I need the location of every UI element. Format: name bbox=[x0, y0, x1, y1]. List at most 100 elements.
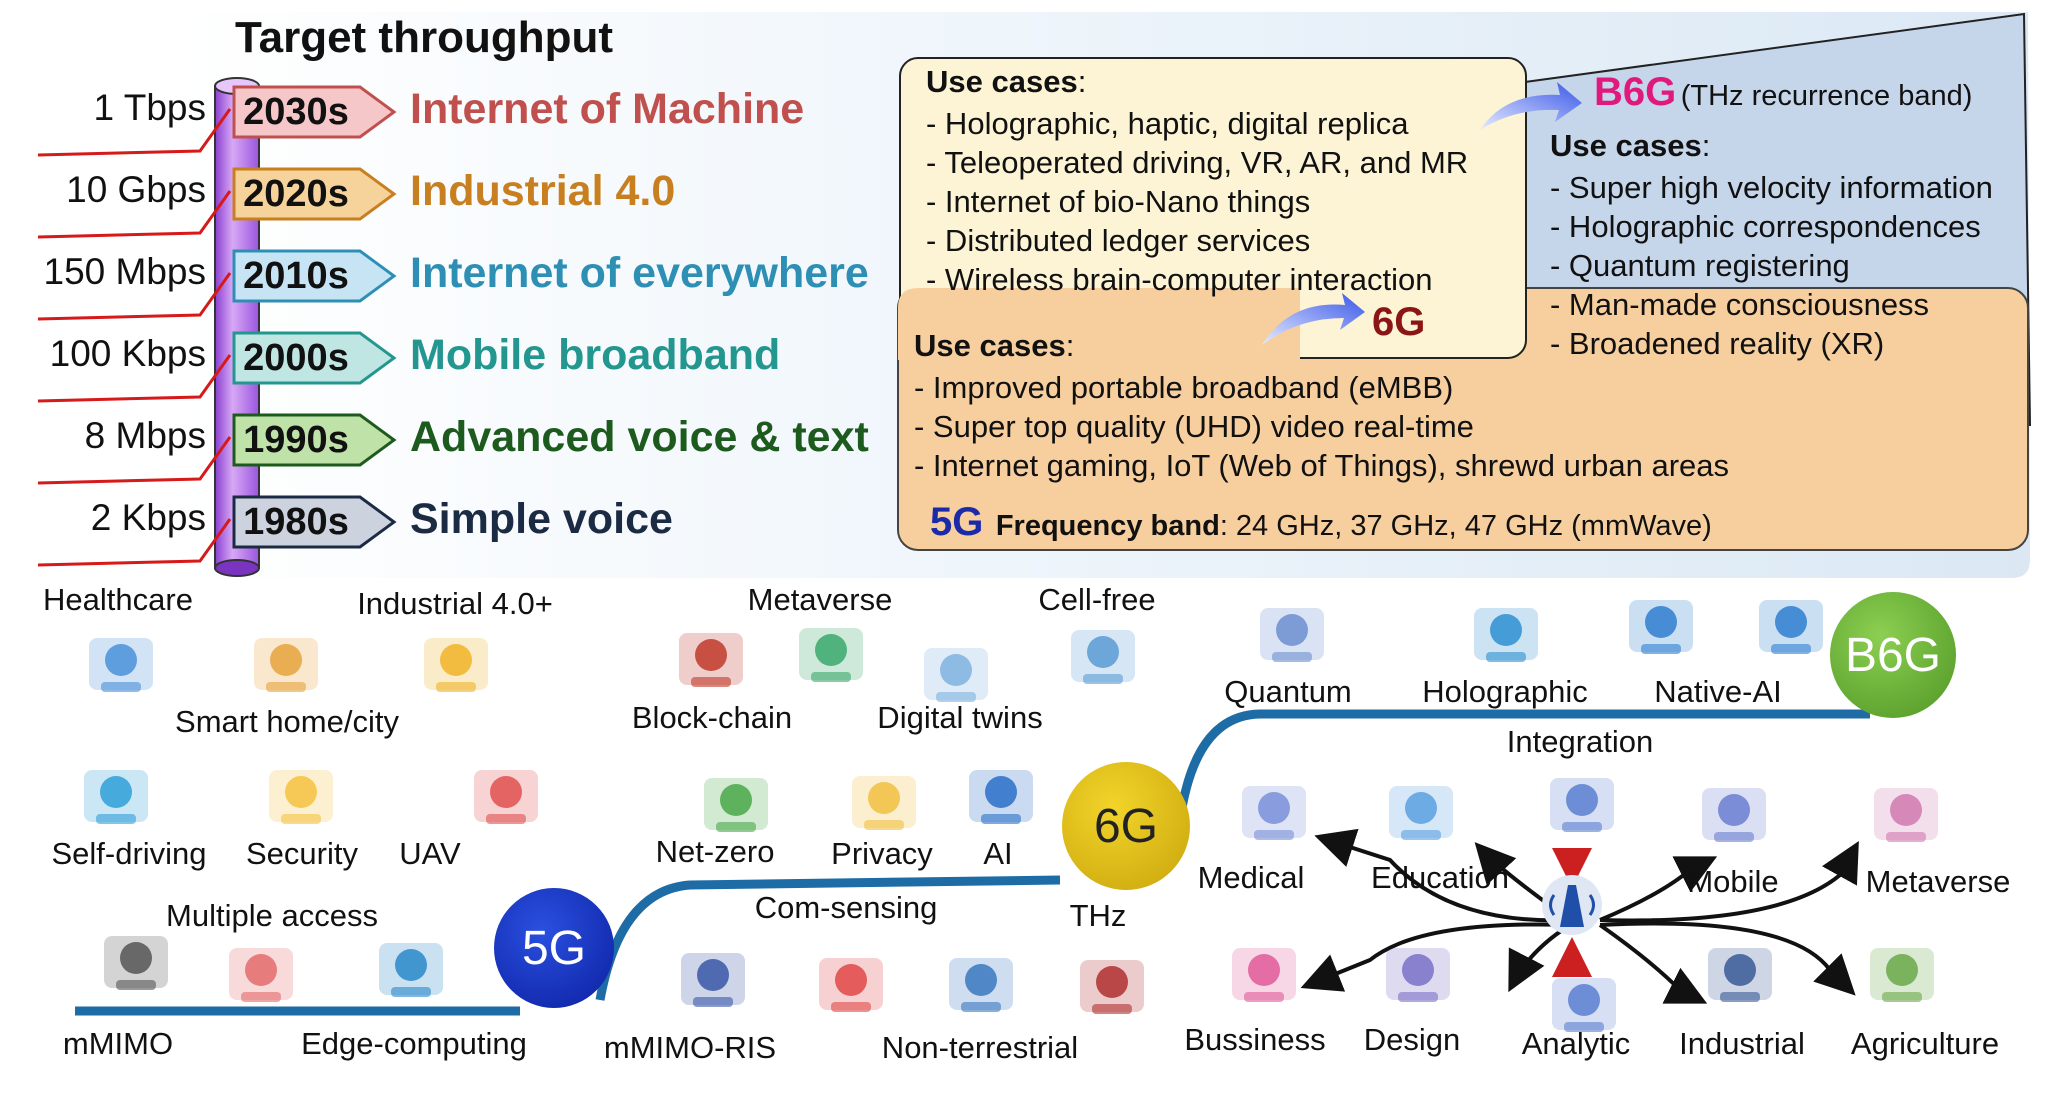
label-uav: UAV bbox=[399, 836, 461, 871]
decade-tag-shape bbox=[232, 249, 397, 303]
decade-label: 2030s bbox=[243, 90, 349, 133]
decade-tag-shape bbox=[232, 413, 397, 467]
throughput-label: 8 Mbps bbox=[84, 415, 206, 456]
label-cell-free: Cell-free bbox=[1038, 582, 1156, 617]
blockchain-icon bbox=[665, 615, 757, 707]
node-6g: 6G bbox=[1062, 762, 1190, 890]
users-icon bbox=[215, 930, 307, 1022]
roadmap-line-b6g bbox=[1175, 709, 1870, 821]
label-com-sensing: Com-sensing bbox=[754, 890, 938, 925]
label-industrial-5g: Industrial 4.0+ bbox=[357, 586, 553, 621]
decade-tag-shape bbox=[232, 331, 397, 385]
five-g-use-cases-heading: Use cases bbox=[914, 328, 1066, 363]
node-5g-label: 5G bbox=[521, 921, 587, 975]
six-g-use-cases: Use cases: - Holographic, haptic, digita… bbox=[926, 64, 1469, 297]
ris-tower-icon bbox=[667, 935, 759, 1027]
security-icon bbox=[255, 752, 347, 844]
b6g-use-case: - Broadened reality (XR) bbox=[1550, 326, 1885, 361]
decade-label: 2000s bbox=[243, 336, 349, 379]
holographic-icon bbox=[1460, 590, 1552, 682]
throughput-label: 100 Kbps bbox=[49, 333, 206, 374]
label-privacy: Privacy bbox=[831, 836, 933, 871]
throughput-connector bbox=[37, 108, 232, 157]
decade-label: 2020s bbox=[243, 172, 349, 215]
vr-user-icon bbox=[785, 610, 877, 702]
label-metaverse-6g: Metaverse bbox=[747, 582, 893, 617]
b6g-use-case: - Man-made consciousness bbox=[1550, 287, 1930, 322]
five-g-use-case: - Improved portable broadband (eMBB) bbox=[914, 370, 1454, 405]
label-ai: AI bbox=[983, 836, 1013, 871]
frequency-band-value: : 24 GHz, 37 GHz, 47 GHz (mmWave) bbox=[1219, 510, 1712, 542]
decade-label: 1990s bbox=[243, 418, 349, 461]
decade-tag-shape bbox=[232, 85, 397, 139]
five-g-tag: 5G Frequency band: 24 GHz, 37 GHz, 47 GH… bbox=[930, 502, 1712, 542]
five-g-use-cases: Use cases: - Improved portable broadband… bbox=[914, 328, 1730, 483]
label-mobile: Mobile bbox=[1687, 864, 1779, 899]
label-smart-home: Smart home/city bbox=[175, 704, 399, 739]
label-integration: Integration bbox=[1506, 724, 1654, 759]
label-self-driving: Self-driving bbox=[51, 836, 207, 871]
satellite-icon bbox=[935, 940, 1027, 1032]
industrial-icon bbox=[1694, 930, 1786, 1022]
arrow-to-b6g-icon bbox=[1480, 82, 1582, 130]
digital-twins-icon bbox=[910, 630, 1002, 722]
throughput-label: 2 Kbps bbox=[90, 497, 206, 538]
label-block-chain: Block-chain bbox=[631, 700, 793, 735]
label-edge-computing: Edge-computing bbox=[301, 1026, 527, 1061]
frequency-band-label: Frequency band bbox=[995, 510, 1220, 542]
quantum-icon bbox=[1246, 590, 1338, 682]
label-non-terrestrial: Non-terrestrial bbox=[881, 1030, 1079, 1065]
b6g-use-case: - Quantum registering bbox=[1550, 248, 1850, 283]
b6g-use-cases: Use cases: - Super high velocity informa… bbox=[1550, 128, 1993, 361]
integration-icon bbox=[1536, 760, 1628, 852]
tower-icon bbox=[90, 918, 182, 1010]
era-label: Internet of Machine bbox=[410, 85, 805, 133]
throughput-label: 10 Gbps bbox=[66, 169, 206, 210]
arrow-to-6g-icon bbox=[1262, 293, 1365, 345]
node-5g: 5G bbox=[494, 888, 614, 1008]
label-metaverse-b6g: Metaverse bbox=[1865, 864, 2011, 899]
smart-home-icon bbox=[240, 620, 332, 712]
label-healthcare: Healthcare bbox=[43, 582, 193, 617]
six-g-use-case: - Teleoperated driving, VR, AR, and MR bbox=[926, 145, 1469, 180]
net-zero-icon bbox=[690, 760, 782, 852]
b6g-tag-label: B6G bbox=[1594, 70, 1677, 114]
label-quantum: Quantum bbox=[1224, 674, 1352, 709]
throughput-connector bbox=[37, 272, 232, 321]
metaverse-icon bbox=[1860, 770, 1952, 862]
throughput-label: 1 Tbps bbox=[93, 87, 206, 128]
six-g-use-case: - Wireless brain-computer interaction bbox=[926, 262, 1433, 297]
privacy-icon bbox=[838, 758, 930, 850]
six-g-use-case: - Internet of bio-Nano things bbox=[926, 184, 1311, 219]
industrial-robot-icon bbox=[410, 620, 502, 712]
label-industrial-b6g: Industrial bbox=[1679, 1026, 1805, 1061]
drone-icon bbox=[460, 752, 552, 844]
node-b6g-label: B6G bbox=[1844, 628, 1942, 682]
five-g-tab-shape bbox=[898, 288, 1300, 360]
label-education: Education bbox=[1371, 860, 1509, 895]
label-mmimo: mMIMO bbox=[62, 1026, 174, 1061]
b6g-use-case: - Super high velocity information bbox=[1550, 170, 1993, 205]
page-title: Target throughput bbox=[235, 13, 613, 62]
throughput-connector bbox=[37, 436, 232, 485]
era-label: Advanced voice & text bbox=[410, 413, 869, 461]
five-g-tag-label: 5G bbox=[930, 500, 984, 544]
decade-label: 2010s bbox=[243, 254, 349, 297]
era-label: Simple voice bbox=[410, 495, 673, 543]
label-net-zero: Net-zero bbox=[655, 834, 775, 869]
b6g-tag: B6G (THz recurrence band) bbox=[1594, 72, 1972, 112]
node-b6g: B6G bbox=[1830, 592, 1956, 718]
label-native-ai: Native-AI bbox=[1654, 674, 1782, 709]
label-mmimo-ris: mMIMO-RIS bbox=[603, 1030, 777, 1065]
native-ai-icon-1 bbox=[1615, 582, 1707, 674]
thz-icon bbox=[1066, 942, 1158, 1034]
design-icon bbox=[1372, 930, 1464, 1022]
sensing-icon bbox=[805, 940, 897, 1032]
analytic-icon bbox=[1538, 960, 1630, 1052]
b6g-use-cases-heading: Use cases bbox=[1550, 128, 1702, 163]
medical-icon bbox=[1228, 768, 1320, 860]
edge-server-icon bbox=[365, 925, 457, 1017]
node-6g-label: 6G bbox=[1093, 799, 1159, 853]
label-analytic: Analytic bbox=[1521, 1026, 1631, 1061]
